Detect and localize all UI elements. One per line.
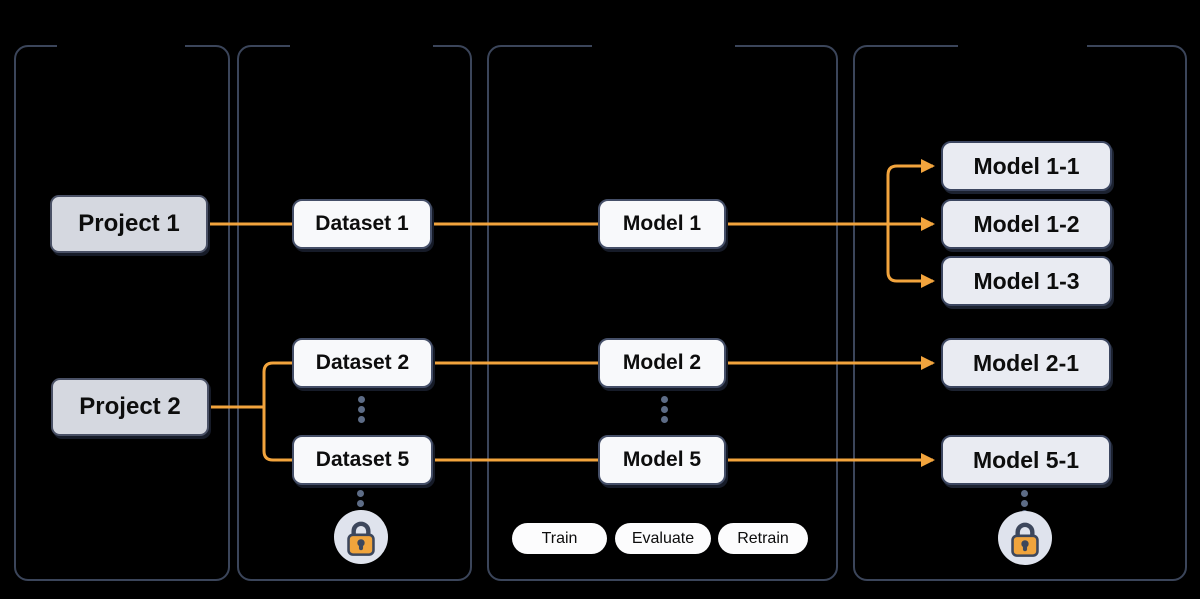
ellipsis-dots-datasets [358, 396, 365, 423]
node-model-5: Model 5 [598, 435, 726, 485]
column-title-gap [290, 44, 433, 50]
node-model-1-3: Model 1-3 [941, 256, 1112, 306]
edge-model1-model13 [886, 224, 935, 288]
column-model-versions [853, 44, 1187, 581]
node-label: Dataset 5 [315, 448, 410, 471]
node-label: Project 2 [79, 393, 181, 420]
node-label: Model 2-1 [972, 349, 1080, 376]
pill-train: Train [512, 523, 607, 554]
pill-label: Train [541, 529, 578, 547]
column-title-gap [57, 44, 185, 50]
edge-project2-dataset2 [262, 361, 292, 407]
node-model-5-1: Model 5-1 [941, 435, 1111, 485]
node-model-1-1: Model 1-1 [941, 141, 1112, 191]
node-label: Model 1-2 [973, 210, 1080, 237]
node-label: Dataset 1 [315, 212, 409, 235]
lock-icon [1011, 522, 1039, 557]
pill-evaluate: Evaluate [615, 523, 711, 554]
column-title-gap [958, 44, 1087, 50]
pill-label: Retrain [737, 529, 789, 547]
node-model-2-1: Model 2-1 [941, 338, 1111, 388]
node-model-1: Model 1 [598, 199, 726, 249]
node-label: Model 1 [622, 212, 702, 235]
node-label: Model 5 [622, 448, 702, 471]
node-dataset-1: Dataset 1 [292, 199, 432, 249]
pill-retrain: Retrain [718, 523, 808, 554]
node-model-2: Model 2 [598, 338, 726, 388]
node-dataset-5: Dataset 5 [292, 435, 433, 485]
column-datasets [237, 44, 472, 581]
node-label: Model 1-1 [973, 152, 1080, 179]
lock-badge-model-versions [998, 511, 1052, 565]
lock-icon [347, 521, 375, 556]
edge-project2-dataset5 [262, 407, 292, 462]
node-project-1: Project 1 [50, 195, 208, 253]
column-title-gap [592, 44, 735, 50]
node-label: Project 1 [78, 210, 180, 237]
node-dataset-2: Dataset 2 [292, 338, 433, 388]
column-projects [14, 44, 230, 581]
node-label: Model 2 [622, 351, 702, 374]
node-label: Model 5-1 [972, 446, 1080, 473]
pill-label: Evaluate [631, 529, 695, 547]
edge-model1-model11 [886, 159, 935, 224]
column-models [487, 44, 838, 581]
ellipsis-dots-models [661, 396, 668, 423]
node-label: Dataset 2 [315, 351, 410, 374]
node-model-1-2: Model 1-2 [941, 199, 1112, 249]
lock-badge-datasets [334, 510, 388, 564]
node-label: Model 1-3 [973, 267, 1080, 294]
node-project-2: Project 2 [51, 378, 209, 436]
